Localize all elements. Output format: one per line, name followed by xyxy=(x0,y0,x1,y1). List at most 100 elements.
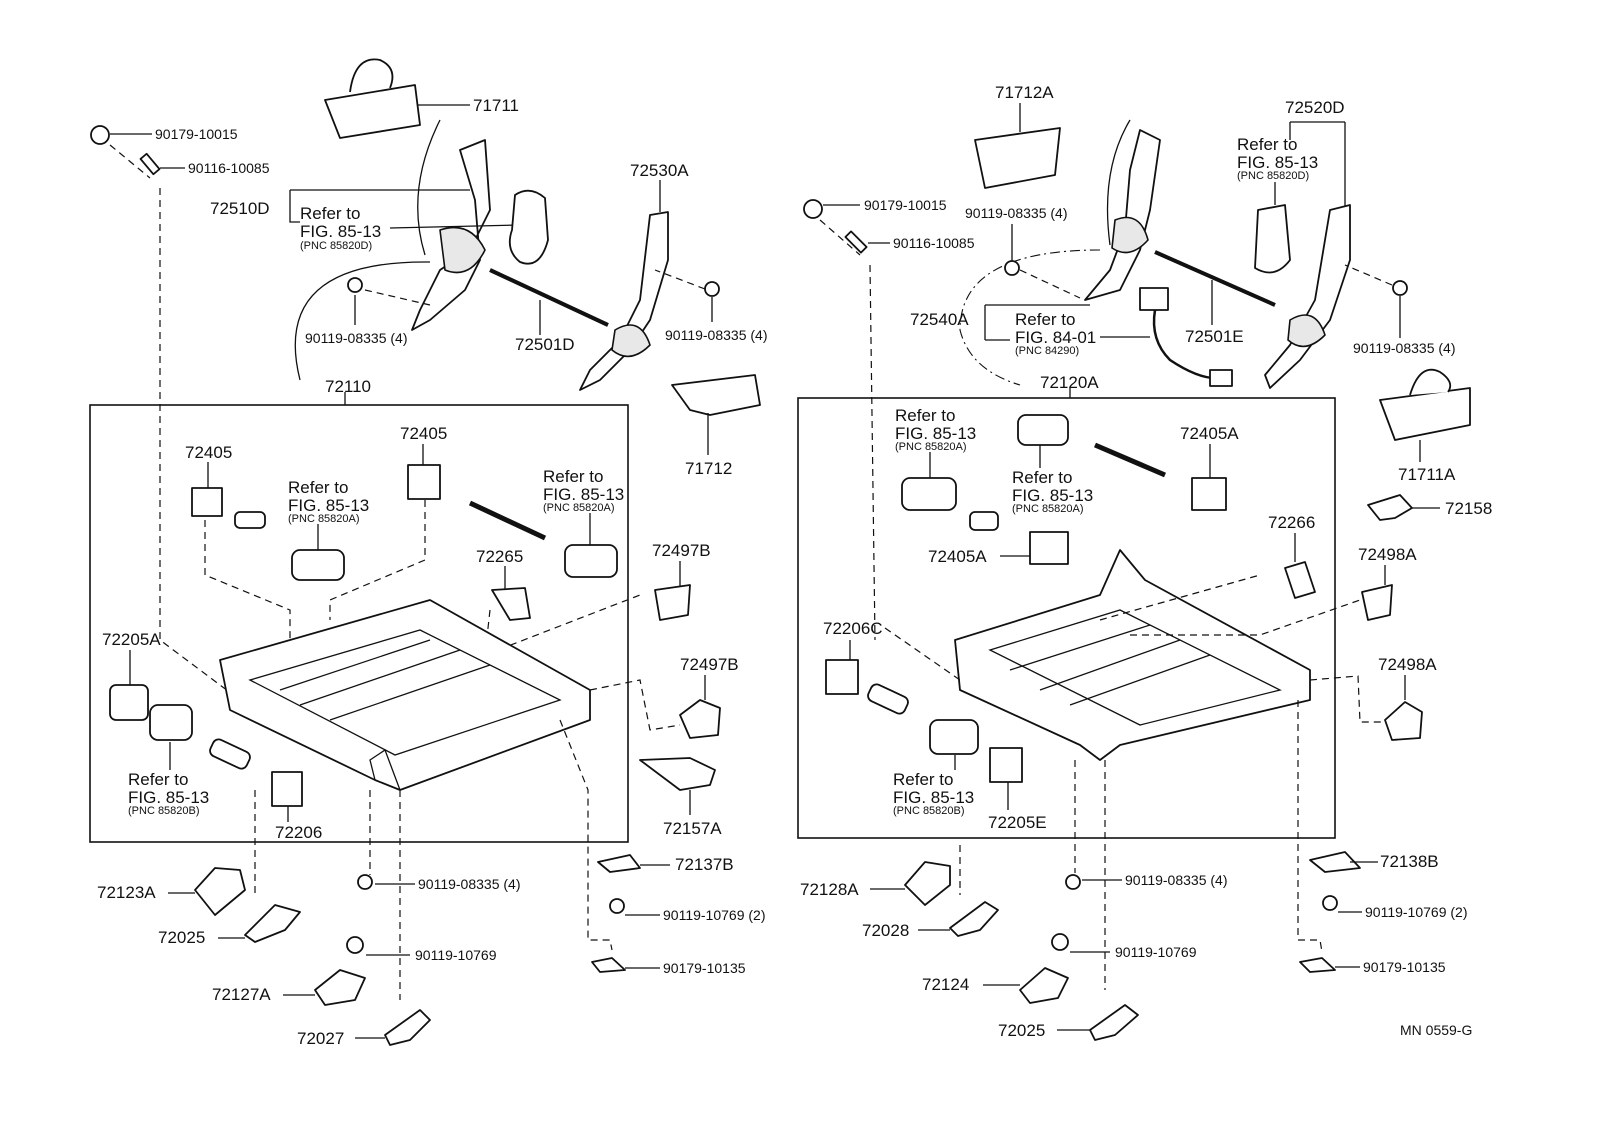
ref-text: Refer to xyxy=(543,467,603,486)
label-90116-10085: 90116-10085 xyxy=(188,160,270,176)
label-72497B-a: 72497B xyxy=(652,541,711,560)
part-72027-bracket xyxy=(384,1009,431,1046)
label-72520D: 72520D xyxy=(1285,98,1345,117)
bolt-icon xyxy=(1392,280,1408,296)
label-90119-08335-b: 90119-08335 (4) xyxy=(665,327,767,343)
ref-text: Refer to xyxy=(300,204,360,223)
ref-fig: FIG. 85-13 xyxy=(1012,486,1093,505)
connector-icon xyxy=(1139,287,1169,311)
ref-fig: FIG. 85-13 xyxy=(1237,153,1318,172)
label-72498A-b: 72498A xyxy=(1378,655,1437,674)
part-72265-bracket xyxy=(491,587,531,621)
diagram-code: MN 0559-G xyxy=(1400,1022,1472,1038)
part-72497B-bracket xyxy=(679,699,721,739)
part-72510D-gear xyxy=(439,226,486,274)
part-72266-bracket xyxy=(1284,561,1316,599)
seat-back-outline-right xyxy=(1106,119,1131,246)
ref-text: Refer to xyxy=(1015,310,1075,329)
assembly-box-72120A xyxy=(797,397,1336,839)
ref-pnc: (PNC 85820D) xyxy=(300,240,372,252)
ref-pnc: (PNC 85820A) xyxy=(895,441,967,453)
connector-icon xyxy=(1209,369,1233,387)
label-90179-10135-b: 90179-10135 xyxy=(1363,959,1446,975)
label-90179-10015: 90179-10015 xyxy=(155,126,238,142)
part-72530A-recliner xyxy=(579,211,669,391)
label-72501E: 72501E xyxy=(1185,327,1244,346)
ref-text: Refer to xyxy=(128,770,188,789)
seat-back-outline-left-2 xyxy=(294,261,431,381)
label-90116-10085-b: 90116-10085 xyxy=(893,235,975,251)
part-71712A-cover xyxy=(974,127,1061,189)
part-72205E-block xyxy=(989,747,1023,783)
box-label-72120A: 72120A xyxy=(1040,373,1099,392)
ref-fig: FIG. 85-13 xyxy=(288,496,369,515)
label-72498A-a: 72498A xyxy=(1358,545,1417,564)
seat-back-outline-right-2 xyxy=(959,249,1101,386)
label-72123A: 72123A xyxy=(97,883,156,902)
assembly-box-72110 xyxy=(89,404,629,843)
part-72157A-cover xyxy=(639,757,716,791)
ref-pnc: (PNC 85820A) xyxy=(1012,503,1084,515)
stud-bolt-icon xyxy=(139,152,161,176)
label-90119-08335-f: 90119-08335 (4) xyxy=(1125,872,1227,888)
ref-pnc: (PNC 84290) xyxy=(1015,345,1079,357)
bolt-icon xyxy=(1065,874,1081,890)
seat-track-frame xyxy=(219,599,591,791)
right-seat-assembly: 71712A 90179-10015 90116-10085 90119-083… xyxy=(797,83,1492,1041)
part-coupling xyxy=(867,683,909,715)
part-72498A-bracket xyxy=(1361,584,1393,621)
clip-icon xyxy=(1299,957,1336,973)
bolt-icon xyxy=(357,874,373,890)
label-72206: 72206 xyxy=(275,823,322,842)
label-72027: 72027 xyxy=(297,1029,344,1048)
seat-back-outline-left xyxy=(417,119,441,256)
part-71711-handle xyxy=(349,58,394,93)
motor-icon xyxy=(901,477,957,511)
label-90119-10769-a: 90119-10769 xyxy=(415,947,497,963)
label-90179-10135-a: 90179-10135 xyxy=(663,960,746,976)
part-72028-bracket xyxy=(949,901,999,937)
label-72205A: 72205A xyxy=(102,630,161,649)
part-72530A-gear xyxy=(611,324,651,358)
part-72497B-bracket xyxy=(654,584,691,621)
label-90119-08335-e: 90119-08335 (4) xyxy=(1353,340,1455,356)
part-72138B-cover xyxy=(1309,851,1361,873)
label-72206C: 72206C xyxy=(823,619,883,638)
part-72025-bracket xyxy=(244,904,301,943)
label-72405A-b: 72405A xyxy=(928,547,987,566)
part-72137B-cover xyxy=(597,854,641,873)
part-72405-block xyxy=(407,464,441,500)
label-90119-08335-c: 90119-08335 (4) xyxy=(418,876,520,892)
label-72025-a: 72025 xyxy=(158,928,205,947)
part-72158-clip xyxy=(1367,494,1413,521)
label-72540A: 72540A xyxy=(910,310,969,329)
nut-icon xyxy=(803,199,823,219)
label-71712A: 71712A xyxy=(995,83,1054,102)
label-72405A-a: 72405A xyxy=(1180,424,1239,443)
part-72025-bracket xyxy=(1089,1004,1139,1041)
label-72265: 72265 xyxy=(476,547,523,566)
part-72520D-gear xyxy=(1287,314,1326,348)
ref-text: Refer to xyxy=(893,770,953,789)
label-72124: 72124 xyxy=(922,975,969,994)
nut-icon xyxy=(90,125,110,145)
ref-pnc: (PNC 85820D) xyxy=(1237,170,1309,182)
ref-fig: FIG. 85-13 xyxy=(895,424,976,443)
bolt-icon xyxy=(1322,895,1338,911)
ref-pnc: (PNC 85820A) xyxy=(543,502,615,514)
part-72205A-block xyxy=(109,684,149,721)
part-72405-block xyxy=(191,487,223,517)
ref-fig: FIG. 85-13 xyxy=(543,485,624,504)
left-seat-assembly: 71711 90179-10015 90116-10085 72510D Ref… xyxy=(89,58,767,1048)
label-72501D: 72501D xyxy=(515,335,575,354)
part-72540A-gear xyxy=(1111,216,1149,254)
part-71712-cover xyxy=(671,374,761,416)
box-label-72110: 72110 xyxy=(325,377,371,396)
label-72405-a: 72405 xyxy=(185,443,232,462)
ref-fig: FIG. 85-13 xyxy=(300,222,381,241)
part-72405A-block xyxy=(1191,477,1227,511)
ref-pnc: (PNC 85820A) xyxy=(288,513,360,525)
label-72266: 72266 xyxy=(1268,513,1315,532)
ref-pnc: (PNC 85820B) xyxy=(128,805,200,817)
label-90119-10769-2-b: 90119-10769 (2) xyxy=(1365,904,1467,920)
